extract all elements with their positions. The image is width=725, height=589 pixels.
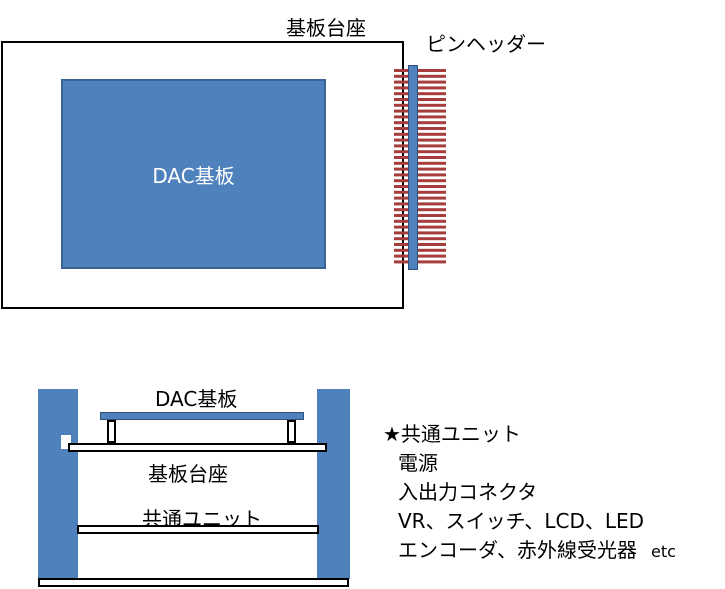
pin: [394, 127, 446, 130]
pin: [394, 167, 446, 171]
pin: [394, 69, 446, 72]
standoff-right: [287, 420, 296, 443]
pin: [394, 231, 446, 235]
pin: [394, 144, 446, 148]
pin: [394, 208, 446, 212]
pin: [394, 92, 446, 96]
pin: [394, 260, 446, 264]
base-title-label: 基板台座: [286, 16, 366, 40]
pin: [394, 138, 446, 142]
pin-header-label: ピンヘッダー: [426, 32, 546, 56]
pin: [394, 190, 446, 194]
list-item: エンコーダ、赤外線受光器 etc: [383, 536, 676, 566]
pin: [394, 202, 446, 206]
pin: [394, 80, 446, 84]
list-item: 電源: [398, 451, 438, 475]
pin: [394, 225, 446, 229]
pin: [394, 214, 446, 217]
pin: [394, 74, 446, 78]
bottom-plate: [38, 578, 349, 587]
base-stand-side-label: 基板台座: [148, 462, 228, 486]
pin: [394, 179, 446, 183]
pin: [394, 115, 446, 119]
left-support-column: [38, 389, 78, 579]
pin: [394, 161, 446, 165]
pin: [394, 185, 446, 188]
base-stand-plate: [68, 443, 327, 452]
dac-board-top-label: DAC基板: [152, 164, 235, 188]
pin: [394, 86, 446, 90]
list-item: 入出力コネクタ: [398, 480, 538, 504]
pin-header-pins: [394, 69, 446, 264]
pin: [394, 109, 446, 113]
pin: [394, 121, 446, 125]
pin: [394, 103, 446, 107]
pin: [394, 173, 446, 177]
pin: [394, 237, 446, 241]
base-plate-notch: [61, 435, 71, 449]
right-support-column: [317, 389, 350, 579]
dac-board-side-label: DAC基板: [155, 387, 238, 411]
common-unit-plate: [77, 525, 319, 534]
dac-board-top-view: [61, 79, 326, 269]
list-item-text: エンコーダ、赤外線受光器: [398, 538, 637, 562]
pin: [394, 219, 446, 223]
pin: [394, 254, 446, 258]
standoff-left: [107, 420, 116, 443]
pin-header-bar: [408, 65, 418, 270]
pin: [394, 248, 446, 252]
pin: [394, 150, 446, 154]
pin-rows: [394, 69, 446, 264]
list-item: VR、スイッチ、LCD、LED: [398, 509, 645, 533]
pin: [394, 243, 446, 246]
pin: [394, 98, 446, 101]
common-unit-list: ★共通ユニット 電源 入出力コネクタ VR、スイッチ、LCD、LED エンコーダ…: [383, 420, 676, 566]
pin: [394, 196, 446, 200]
common-unit-list-title: ★共通ユニット: [383, 422, 521, 446]
dac-board-side-view: [100, 412, 304, 420]
etc-label: etc: [651, 542, 676, 561]
pin: [394, 156, 446, 159]
pin: [394, 132, 446, 136]
